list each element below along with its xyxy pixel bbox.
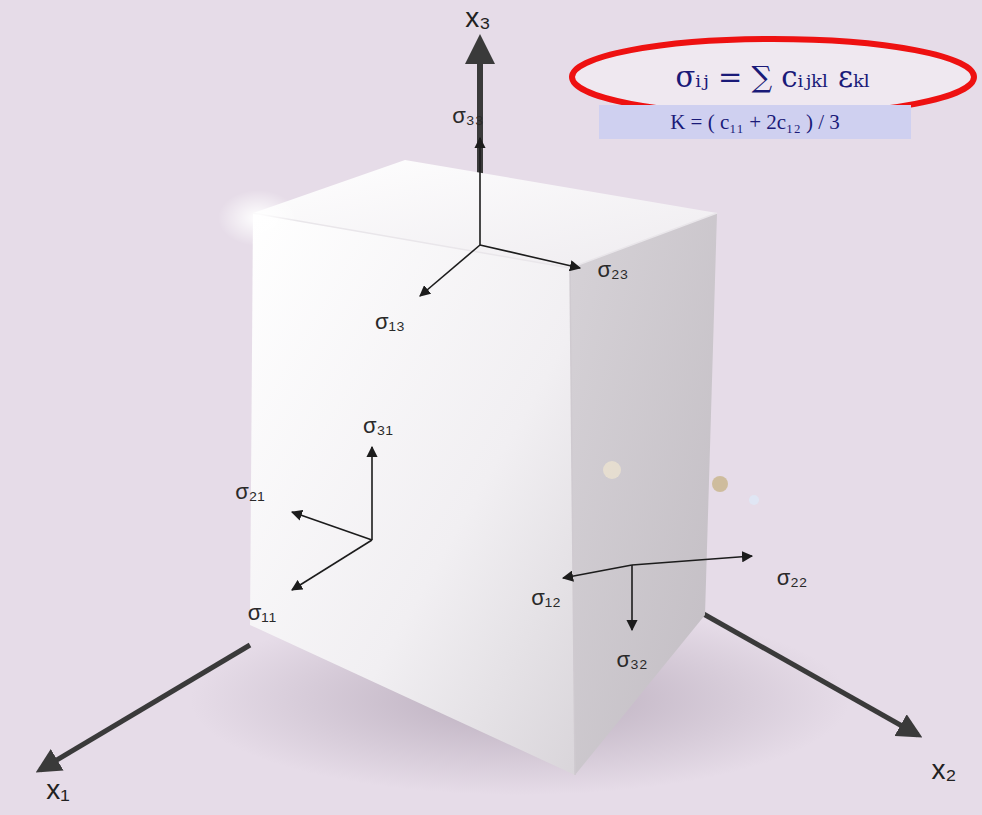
stress-label: σ₃₃ <box>452 105 484 127</box>
stress-label: σ₃₂ <box>616 649 647 671</box>
stress-label: σ₁₁ <box>248 602 276 624</box>
stress-label: σ₁₂ <box>531 587 561 609</box>
stress-label: σ₂₁ <box>235 481 265 503</box>
formula-box: K = ( c₁₁ + 2c₁₂ ) / 3 <box>599 105 911 139</box>
formula-text: σᵢⱼ = ∑ cᵢⱼₖₗ εₖₗ <box>675 60 870 94</box>
axis-label: x₂ <box>932 756 957 784</box>
stress-label: σ₂₂ <box>777 567 808 589</box>
axis-label: x₁ <box>46 776 69 804</box>
formula-text: K = ( c₁₁ + 2c₁₂ ) / 3 <box>670 110 840 135</box>
axis-label: x₃ <box>465 4 490 32</box>
stress-label: σ₂₃ <box>597 259 628 281</box>
stress-label: σ₃₁ <box>363 415 393 437</box>
stress-label: σ₁₃ <box>375 311 405 333</box>
